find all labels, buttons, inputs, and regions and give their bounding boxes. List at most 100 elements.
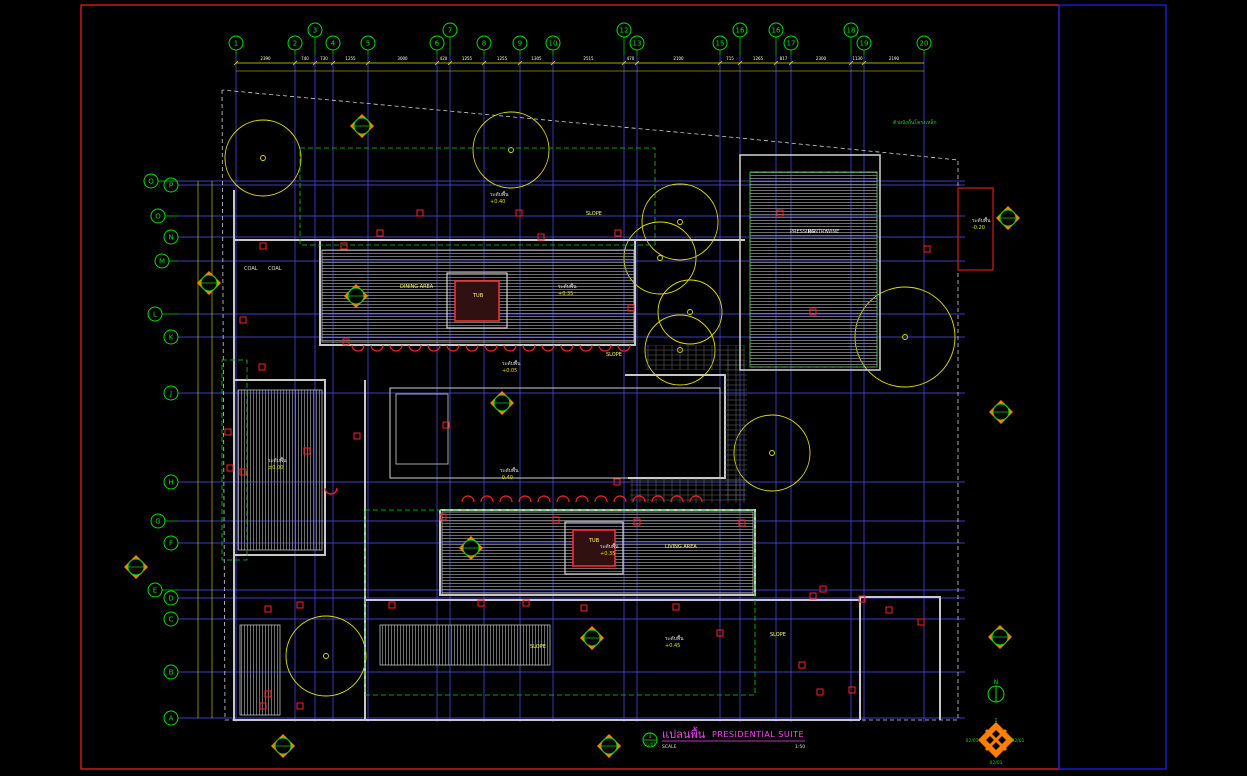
drawing-title-thai: แปลนพื้น [662, 726, 706, 741]
grid-row-label: M [159, 258, 165, 266]
dimension-value: 2190 [889, 56, 900, 61]
room-label-slope-4: SLOPE [606, 352, 622, 358]
section-callout [996, 206, 1020, 230]
grid-bubble-P: P [163, 177, 179, 193]
grid-col-label: 4 [331, 40, 336, 48]
section-callout [124, 555, 148, 579]
grid-bubble-C: C [163, 611, 179, 627]
level-note-8: ระดับพื้น [600, 541, 619, 550]
grid-row-label: H [168, 479, 173, 487]
grid-bubble-G: G [150, 513, 178, 529]
grid-bubble-17: 17 [783, 35, 799, 55]
grid-bubble-L: L [147, 306, 178, 322]
grid-col-label: 12 [620, 27, 629, 35]
dimension-value: 2300 [816, 56, 827, 61]
scale-value: 1:50 [795, 744, 805, 750]
paving-brick-2 [645, 345, 745, 370]
grid-bubble-19: 19 [856, 35, 872, 55]
grid-row-label: B [169, 669, 174, 677]
dimension-value: 740 [301, 56, 309, 61]
grid-col-label: 6 [435, 40, 440, 48]
grid-bubble-E: E [147, 582, 178, 598]
tub-living [564, 521, 624, 575]
grid-bubble-O: O [150, 208, 178, 224]
room-label-living: LIVING AREA [665, 544, 697, 550]
dimension-value: 420 [440, 56, 448, 61]
level-note-8v: +0.35 [600, 551, 615, 557]
grid-bubble-A: A [163, 710, 179, 726]
dimension-value: 730 [320, 56, 328, 61]
section-callout [989, 400, 1013, 424]
grid-col-label: 2 [293, 40, 297, 48]
svg-text:1: 1 [994, 718, 997, 724]
grid-bubble-D: D [163, 590, 179, 606]
room-label-coal-2: COAL [268, 266, 282, 272]
dimension-value: 2100 [673, 56, 684, 61]
grid-row-label: O [155, 213, 161, 221]
pavilion-wall [739, 154, 881, 371]
grid-bubble-K: K [163, 329, 179, 345]
level-note-5: ระดับพื้น [665, 633, 684, 642]
room-label-pantry: PANTRY [808, 229, 828, 235]
section-callout [988, 625, 1012, 649]
level-note-4: ระดับพื้น [500, 465, 519, 474]
level-note-7v: ±0.00 [268, 465, 283, 471]
grid-row-label: K [169, 334, 174, 342]
dimension-value: 3000 [397, 56, 408, 61]
trees [224, 111, 956, 697]
section-callout [344, 284, 368, 308]
room-label-slope-3: SLOPE [770, 632, 786, 638]
grid-row-label: G [155, 518, 160, 526]
grid-row-label: L [153, 311, 157, 319]
room-label-wine: WINE [826, 229, 839, 235]
grid-row-label: J [169, 390, 172, 398]
scale-label: SCALE [662, 744, 677, 750]
grid-bubble-1: 1 [228, 35, 244, 55]
grid-col-label: 19 [860, 40, 869, 48]
room-label-pressing: PRESSING [790, 229, 815, 235]
door-arcs [324, 344, 703, 503]
grid-col-label: 10 [549, 40, 558, 48]
paving-brick-3 [630, 478, 745, 503]
grid-bubble-20: 20 [916, 35, 932, 55]
dimension-value: 817 [780, 56, 788, 61]
pool-inner [395, 393, 449, 465]
grid-row-label: Q [148, 178, 154, 186]
grid-col-label: 13 [633, 40, 642, 48]
pavilion-floor-hatch [749, 171, 878, 368]
room-label-group: PRESSING PANTRY WINE DINING AREA TUB LIV… [244, 211, 839, 650]
deck-floor-hatch [239, 624, 281, 716]
site-boundary [221, 89, 959, 721]
grid-bubble-12: 12 [616, 22, 632, 55]
grid-bubble-J: J [163, 385, 179, 401]
grid-bubble-4: 4 [325, 35, 341, 55]
svg-text:02/01: 02/01 [990, 760, 1003, 766]
grid-row-label: N [168, 234, 173, 242]
grid-bubble-13: 13 [629, 35, 645, 55]
dimension-value: 1255 [497, 56, 508, 61]
section-callout [197, 271, 221, 295]
north-arrow: N [987, 679, 1005, 703]
grid-bubble-16: 16 [732, 22, 748, 55]
grid-bubble-7: 7 [442, 22, 458, 55]
level-note-4v: -0.40 [500, 475, 513, 481]
grid-bubble-Q: Q [143, 173, 178, 189]
tub-dining [446, 272, 508, 329]
red-tag-markers [224, 209, 931, 710]
grid-row-label: C [169, 616, 174, 624]
grid-col-label: 17 [787, 40, 796, 48]
section-callout [459, 536, 483, 560]
level-note-3v: +0.05 [502, 368, 517, 374]
level-note-6: ระดับพื้น [972, 215, 991, 224]
section-callout [490, 391, 514, 415]
grid-bubble-16: 16 [768, 22, 784, 55]
dimension-value: 715 [726, 56, 734, 61]
level-note-7: ระดับพื้น [268, 455, 287, 464]
dimension-value: 1305 [531, 56, 542, 61]
grid-row-label: F [169, 540, 173, 548]
grid-row-label: P [169, 182, 173, 190]
level-note-2v: +0.35 [558, 291, 573, 297]
